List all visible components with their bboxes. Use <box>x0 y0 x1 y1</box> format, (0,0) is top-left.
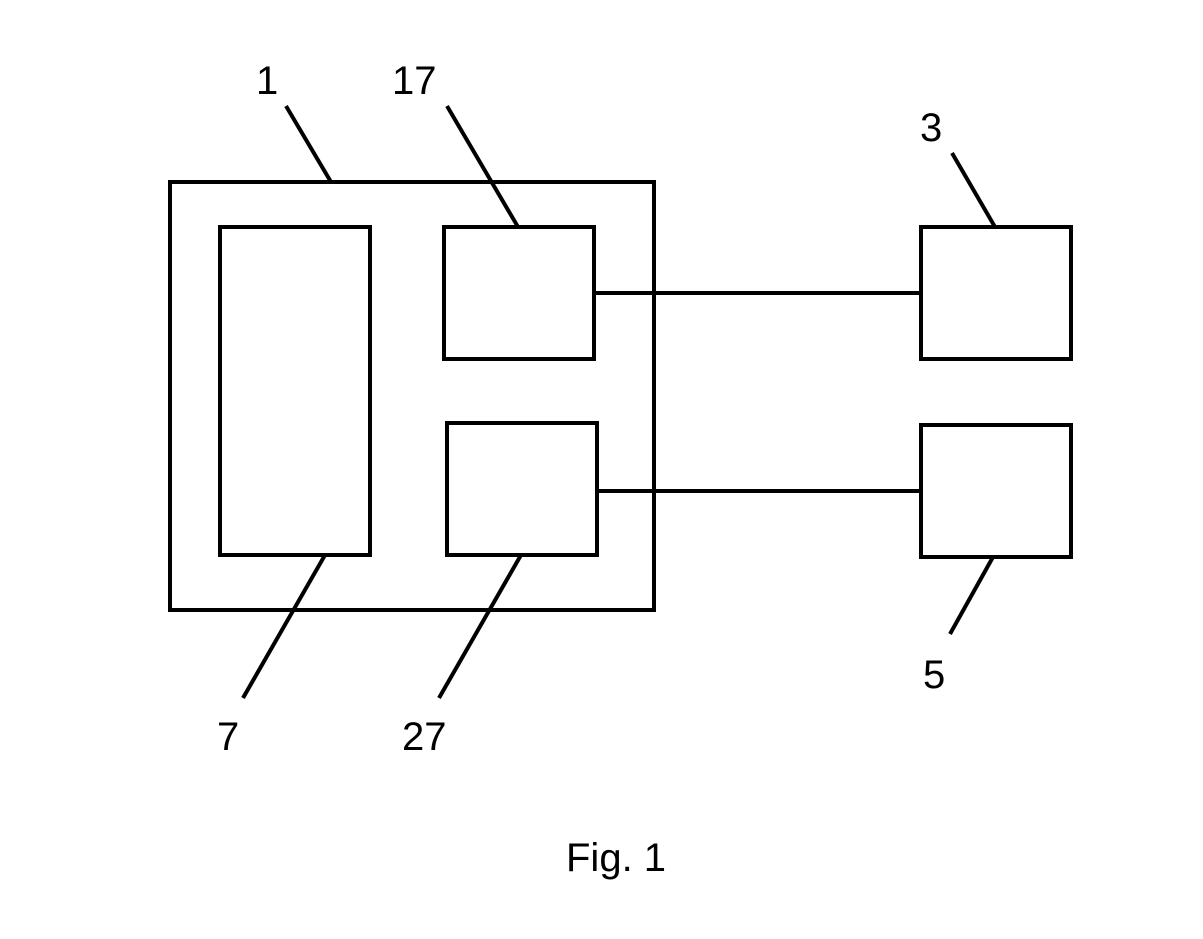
leader-line-7 <box>241 554 327 699</box>
leader-line-1 <box>284 104 333 184</box>
leader-line-3 <box>950 151 997 229</box>
ref-label-27: 27 <box>402 715 447 759</box>
ref-label-17: 17 <box>392 59 437 103</box>
leader-line-27 <box>437 554 523 699</box>
ref-label-5: 5 <box>923 653 945 697</box>
figure-caption: Fig. 1 <box>566 836 666 880</box>
ref-label-7: 7 <box>217 715 239 759</box>
component-box-17 <box>442 225 596 361</box>
component-box-7 <box>218 225 372 557</box>
leader-line-17 <box>445 104 520 229</box>
external-box-3 <box>919 225 1073 361</box>
component-box-27 <box>445 421 599 557</box>
external-box-5 <box>919 423 1073 559</box>
leader-line-5 <box>948 556 995 635</box>
ref-label-3: 3 <box>920 106 942 150</box>
device-outer-box <box>168 180 656 612</box>
ref-label-1: 1 <box>256 59 278 103</box>
